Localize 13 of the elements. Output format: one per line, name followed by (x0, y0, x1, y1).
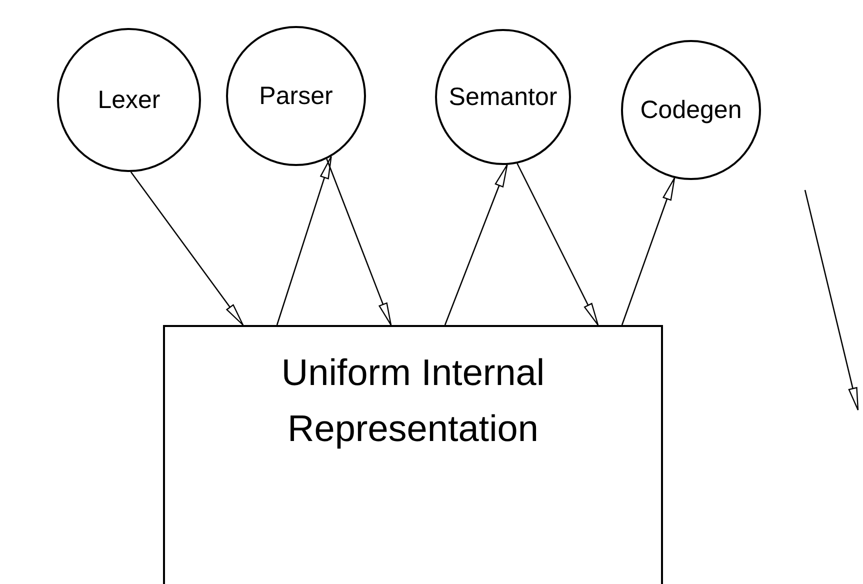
node-label: Lexer (98, 86, 160, 114)
arrow (444, 164, 508, 326)
arrow (804, 190, 859, 411)
arrow (130, 172, 244, 326)
box-label: Uniform Internal Representation (280, 351, 546, 451)
arrow (621, 177, 676, 326)
arrow (516, 163, 599, 326)
node-label: Parser (259, 82, 333, 110)
data-box (163, 325, 663, 584)
node-label: Codegen (640, 96, 742, 124)
node-label: Semantor (448, 82, 558, 112)
arrow (326, 158, 392, 326)
arrow (276, 156, 332, 326)
